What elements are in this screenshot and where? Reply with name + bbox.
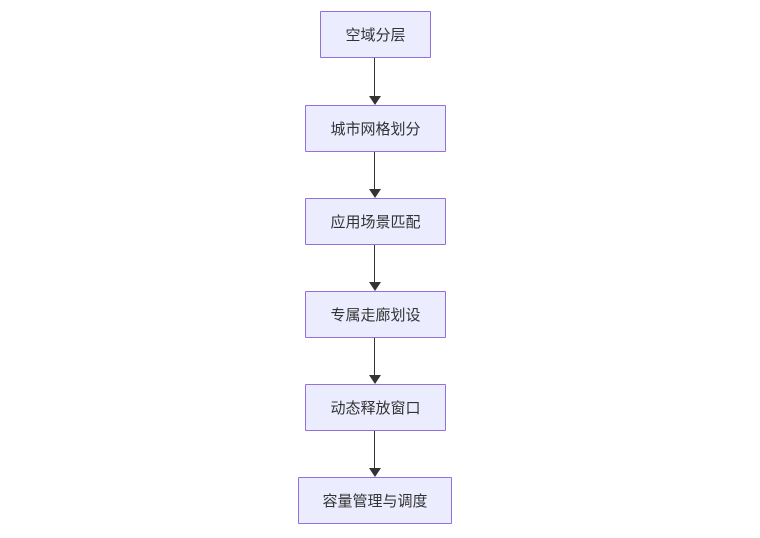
flow-node-label: 空域分层 [345, 27, 406, 44]
flow-node-airspace-layering: 空域分层 [320, 11, 431, 58]
flow-arrow-down [369, 431, 381, 477]
flow-node-label: 动态释放窗口 [330, 400, 421, 417]
flow-node-label: 容量管理与调度 [322, 493, 428, 510]
flow-node-label: 应用场景匹配 [330, 214, 421, 231]
flow-arrow-down [369, 58, 381, 105]
flow-node-release-window: 动态释放窗口 [305, 384, 446, 431]
flow-node-city-grid-division: 城市网格划分 [305, 105, 446, 152]
flow-arrow-down [369, 245, 381, 291]
flow-node-capacity-management: 容量管理与调度 [298, 477, 452, 524]
flow-node-scenario-matching: 应用场景匹配 [305, 198, 446, 245]
flow-arrow-down [369, 152, 381, 198]
flow-node-label: 专属走廊划设 [330, 307, 421, 324]
flow-node-label: 城市网格划分 [330, 121, 421, 138]
flow-arrow-down [369, 338, 381, 384]
flow-node-corridor-delineation: 专属走廊划设 [305, 291, 446, 338]
